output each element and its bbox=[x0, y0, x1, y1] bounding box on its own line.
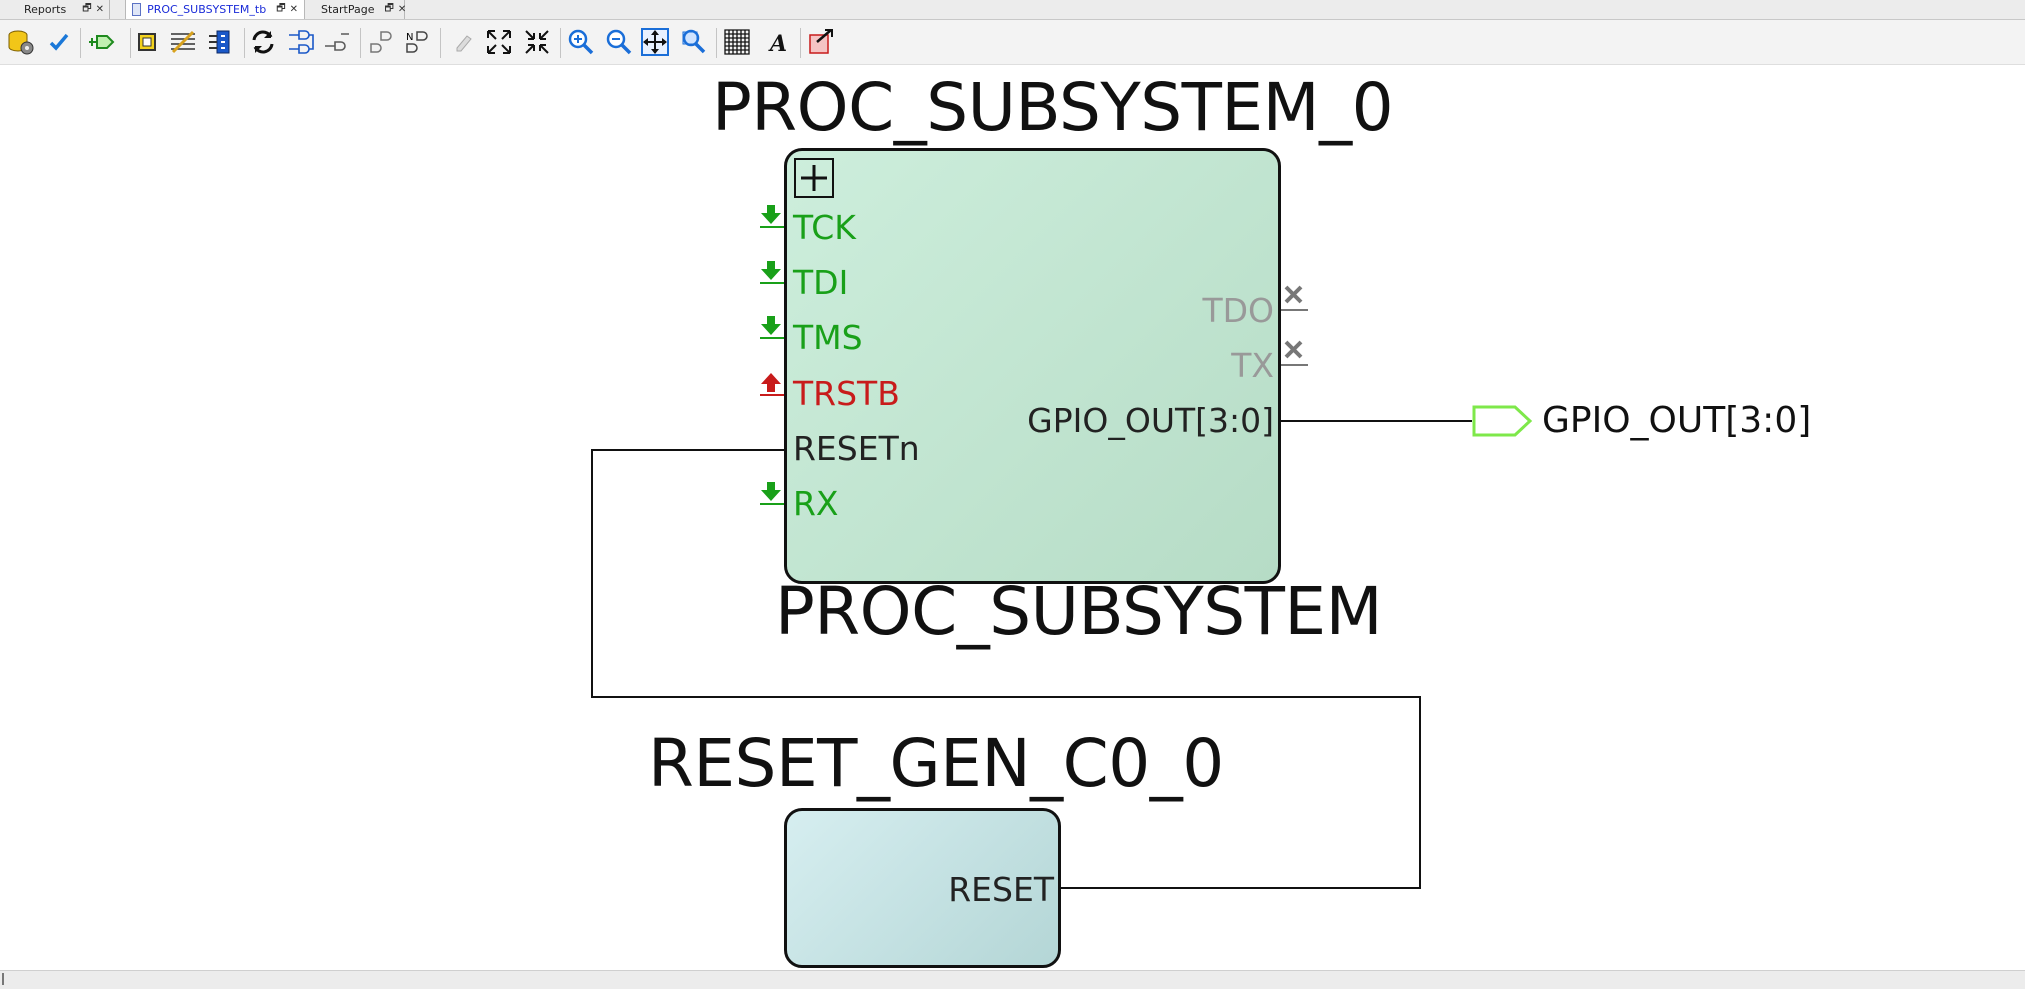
connect-icon[interactable] bbox=[286, 27, 316, 57]
restore-icon[interactable]: 🗗 bbox=[384, 3, 394, 14]
expand-block-icon[interactable] bbox=[794, 158, 834, 198]
output-port-symbol[interactable] bbox=[1472, 405, 1533, 437]
scroll-left-arrow[interactable] bbox=[2, 973, 4, 985]
component-type-name: PROC_SUBSYSTEM bbox=[775, 573, 1383, 650]
tab-proc-subsystem-tb[interactable]: PROC_SUBSYSTEM_tb 🗗 ✕ bbox=[125, 0, 305, 19]
top-port-label[interactable]: GPIO_OUT[3:0] bbox=[1542, 400, 1812, 441]
memory-map-icon[interactable] bbox=[168, 27, 198, 57]
zoom-out-icon[interactable] bbox=[604, 27, 634, 57]
svg-text:N: N bbox=[406, 32, 413, 43]
tab-label: StartPage bbox=[321, 3, 375, 16]
reset-net-wire[interactable] bbox=[591, 449, 1421, 889]
tab-label: Reports bbox=[24, 3, 67, 16]
instance-name-proc: PROC_SUBSYSTEM_0 bbox=[712, 69, 1394, 146]
smartdesign-canvas[interactable]: PROC_SUBSYSTEM_0 TCK TDI TMS TRSTB RESET… bbox=[0, 65, 2025, 970]
smartdesign-icon bbox=[132, 3, 142, 16]
text-icon[interactable]: A bbox=[762, 27, 792, 57]
horizontal-scrollbar[interactable] bbox=[0, 970, 2025, 989]
unconnected-markers bbox=[1284, 285, 1303, 359]
expand-all-icon[interactable] bbox=[484, 27, 514, 57]
close-icon[interactable]: ✕ bbox=[289, 4, 298, 15]
net-icon[interactable]: N bbox=[402, 27, 432, 57]
svg-text:A: A bbox=[768, 31, 787, 56]
zoom-selection-icon[interactable] bbox=[678, 27, 708, 57]
zoom-fit-icon[interactable] bbox=[640, 27, 670, 57]
restore-icon[interactable]: 🗗 bbox=[276, 3, 286, 14]
collapse-all-icon[interactable] bbox=[522, 27, 552, 57]
pin-resetn[interactable]: RESETn bbox=[793, 429, 920, 468]
reset-gen-block[interactable]: RESET bbox=[784, 808, 1061, 968]
document-tab-bar: Reports 🗗 ✕ PROC_SUBSYSTEM_tb 🗗 ✕ StartP… bbox=[0, 0, 2025, 20]
proc-subsystem-block[interactable]: TCK TDI TMS TRSTB RESETn RX TDO TX GPIO_… bbox=[784, 148, 1281, 584]
instance-name-reset-gen: RESET_GEN_C0_0 bbox=[648, 725, 1224, 802]
eraser-icon[interactable] bbox=[448, 27, 478, 57]
zoom-in-icon[interactable] bbox=[566, 27, 596, 57]
bus-interface-icon[interactable] bbox=[206, 27, 236, 57]
tied-high-marker bbox=[761, 373, 781, 392]
close-icon[interactable]: ✕ bbox=[397, 4, 407, 15]
pin-tdo[interactable]: TDO bbox=[1202, 291, 1274, 330]
close-icon[interactable]: ✕ bbox=[95, 4, 104, 15]
promote-icon[interactable] bbox=[366, 27, 396, 57]
tab-reports[interactable]: Reports 🗗 ✕ bbox=[0, 0, 110, 19]
pin-tms[interactable]: TMS bbox=[793, 318, 863, 357]
pin-gpio-out[interactable]: GPIO_OUT[3:0] bbox=[1027, 401, 1274, 440]
export-icon[interactable] bbox=[806, 27, 836, 57]
wire-layer bbox=[591, 205, 1533, 889]
restore-icon[interactable]: 🗗 bbox=[82, 3, 92, 14]
grid-icon[interactable] bbox=[722, 27, 752, 57]
database-gear-icon[interactable] bbox=[6, 27, 36, 57]
add-port-icon[interactable] bbox=[86, 27, 116, 57]
pin-tck[interactable]: TCK bbox=[793, 208, 856, 247]
pin-tx[interactable]: TX bbox=[1231, 346, 1274, 385]
disconnect-icon[interactable] bbox=[322, 27, 352, 57]
canvas-toolbar: N A bbox=[0, 20, 2025, 65]
tied-low-markers bbox=[761, 205, 781, 501]
tab-label: PROC_SUBSYSTEM_tb bbox=[147, 3, 267, 16]
tab-startpage[interactable]: StartPage 🗗 ✕ bbox=[305, 0, 407, 19]
pin-reset[interactable]: RESET bbox=[948, 870, 1054, 909]
pin-trstb[interactable]: TRSTB bbox=[793, 374, 900, 413]
pin-tdi[interactable]: TDI bbox=[793, 263, 849, 302]
check-icon[interactable] bbox=[44, 27, 74, 57]
component-icon[interactable] bbox=[132, 27, 162, 57]
refresh-icon[interactable] bbox=[248, 27, 278, 57]
pin-rx[interactable]: RX bbox=[793, 484, 839, 523]
